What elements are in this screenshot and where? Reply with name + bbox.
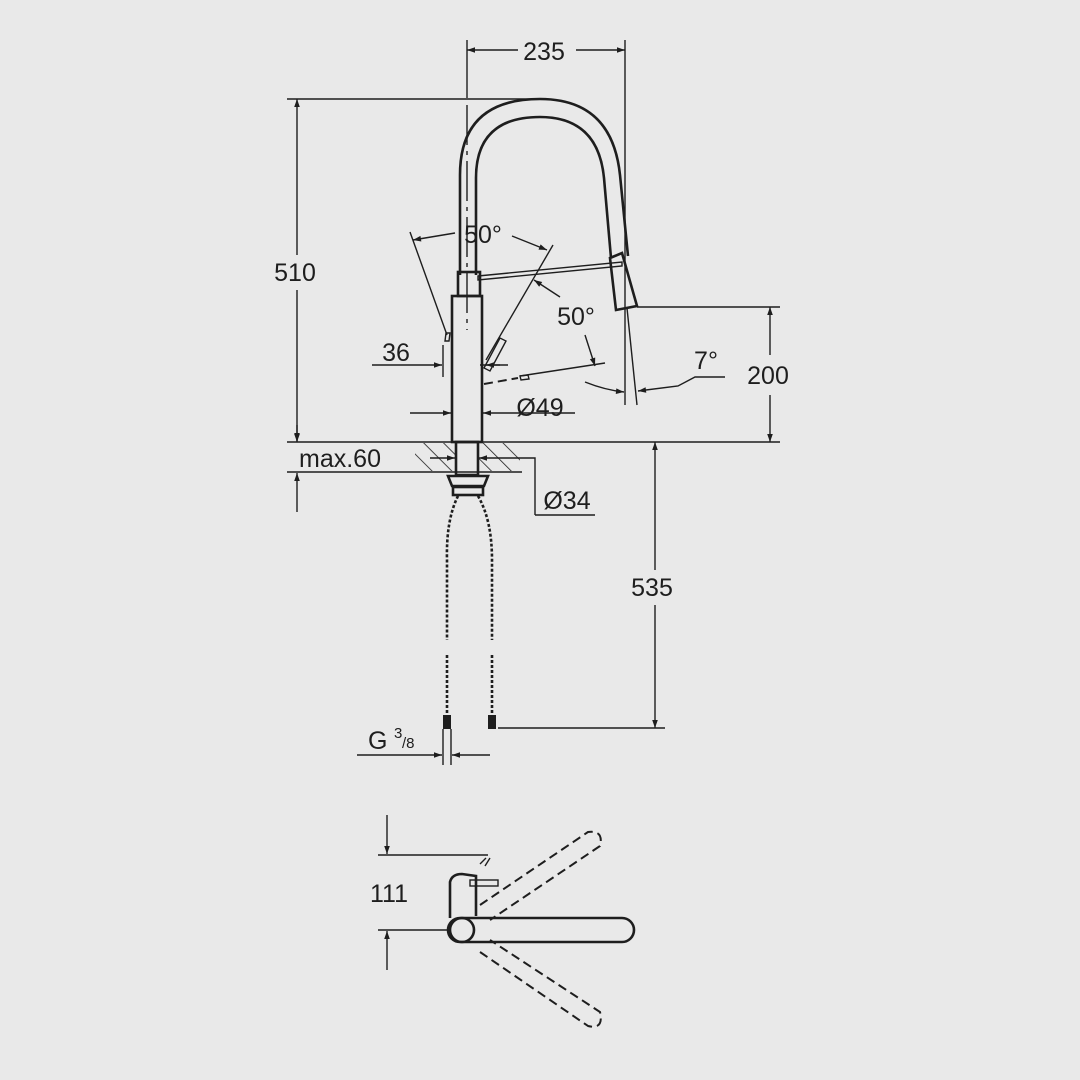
counter-thickness-label: max.60 xyxy=(299,445,381,473)
reach-label: 235 xyxy=(523,38,565,66)
lever-offset-label: 36 xyxy=(382,339,410,367)
spout-tilt-label: 7° xyxy=(694,347,718,375)
thread-label: G xyxy=(368,727,387,755)
lever-offset-dimension: 36 xyxy=(372,339,508,377)
supply-hoses xyxy=(443,495,496,729)
lever xyxy=(483,337,507,372)
lever-top xyxy=(469,879,499,887)
body-diameter-dimension: Ø49 xyxy=(410,394,575,422)
lever-angle-dimensions: 50° 50° xyxy=(412,221,596,367)
thread-numerator: 3 xyxy=(394,725,402,742)
faucet-top-view: 111 xyxy=(370,815,636,1028)
top-view-offset-label: 111 xyxy=(370,880,408,908)
body-diameter-label: Ø49 xyxy=(516,394,563,422)
lever-angle-side-label: 50° xyxy=(557,303,595,331)
spout-top xyxy=(446,916,636,944)
spout-height-label: 200 xyxy=(747,362,789,390)
faucet-side-view xyxy=(409,97,639,444)
spray-hose-bar xyxy=(477,261,623,281)
counter-section: max.60 xyxy=(287,425,780,512)
thread-dimension: G 3 /8 xyxy=(357,725,490,765)
reach-dimension: 235 xyxy=(466,38,626,330)
shank-diameter-label: Ø34 xyxy=(543,487,590,515)
spout-height-dimension: 200 xyxy=(637,306,789,442)
shank-diameter-dimension: Ø34 xyxy=(430,455,595,516)
height-label: 510 xyxy=(274,259,316,287)
spout-tilt-dimension: 7° xyxy=(584,300,725,406)
height-dimension: 510 xyxy=(274,98,545,442)
spray-head xyxy=(608,251,639,312)
thread-denominator: /8 xyxy=(402,735,415,752)
hose-length-dimension: 535 xyxy=(498,442,673,729)
upper-collar xyxy=(456,270,482,298)
hose-length-label: 535 xyxy=(631,574,673,602)
lever-angle-top-label: 50° xyxy=(464,221,502,249)
faucet-body xyxy=(450,294,484,444)
